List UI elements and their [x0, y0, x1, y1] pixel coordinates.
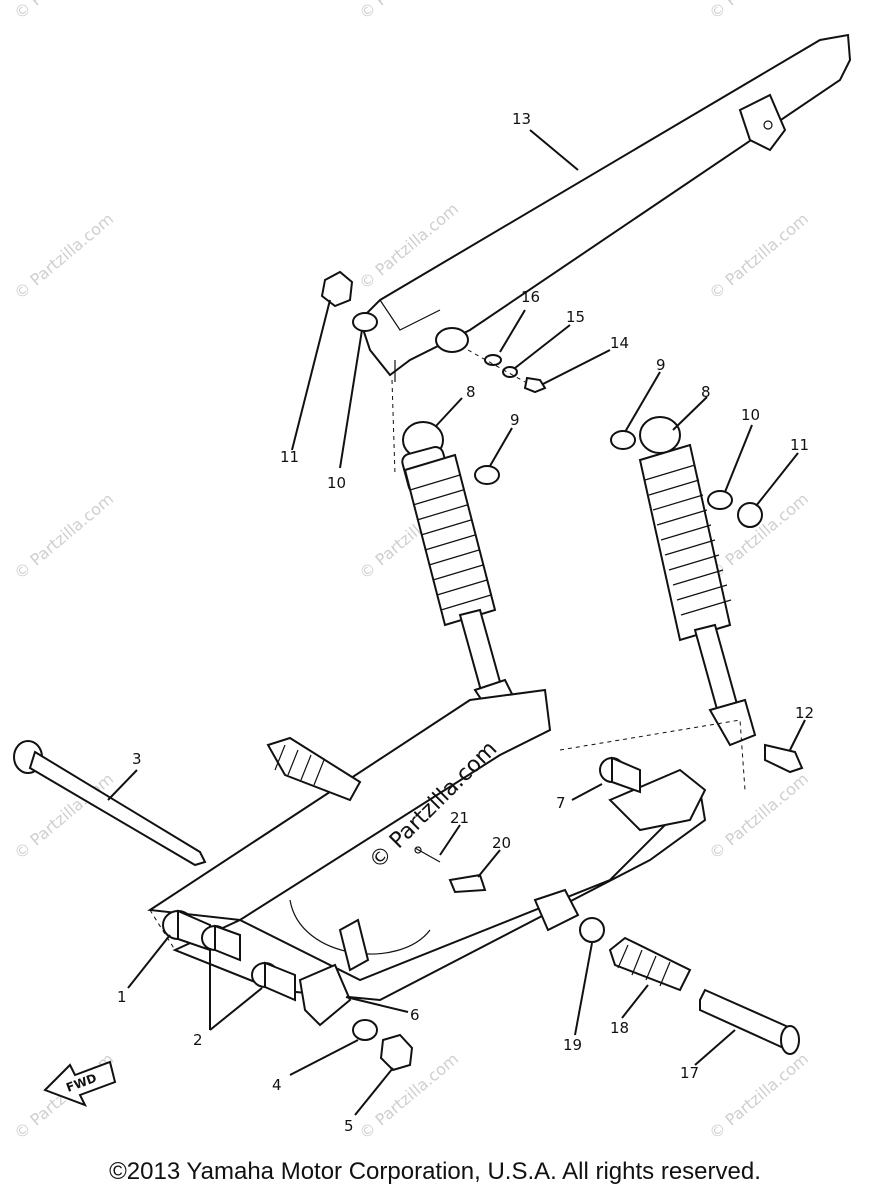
- callout-9: 9: [656, 356, 666, 374]
- right-shock-absorber: [638, 416, 757, 747]
- watermark-text: © Partzilla.com: [705, 209, 812, 303]
- watermark-text: © Partzilla.com: [705, 769, 812, 863]
- right-footrest: [608, 936, 800, 1055]
- callout-17: 17: [680, 1064, 699, 1082]
- watermark-text: © Partzilla.com: [705, 0, 812, 23]
- callout-3: 3: [132, 750, 142, 768]
- watermark-text: © Partzilla.com: [10, 209, 117, 303]
- watermark-text: © Partzilla.com: [355, 0, 462, 23]
- watermark-text: © Partzilla.com: [10, 0, 117, 23]
- callout-numbers: 13 16 15 14 8 9 8 11 10 9 10 11 12 3 7 2…: [117, 110, 814, 1135]
- callout-10: 10: [327, 474, 346, 492]
- shock-mount-hardware: [320, 270, 804, 774]
- parts-diagram: © Partzilla.com © Partzilla.com © Partzi…: [10, 0, 852, 1143]
- callout-9: 9: [510, 411, 520, 429]
- chain-case-bolt-parts: [467, 349, 547, 394]
- callout-7: 7: [556, 794, 566, 812]
- callout-1: 1: [117, 988, 127, 1006]
- chain-case: [358, 33, 852, 382]
- callout-8: 8: [466, 383, 476, 401]
- callout-18: 18: [610, 1019, 629, 1037]
- pivot-shaft: [13, 740, 207, 867]
- callout-11: 11: [280, 448, 299, 466]
- swingarm-hardware: [414, 756, 641, 943]
- watermark-text: © Partzilla.com: [10, 489, 117, 583]
- left-shock-absorber: [401, 421, 522, 722]
- leader-lines: [107, 129, 806, 1116]
- callout-15: 15: [566, 308, 585, 326]
- callout-8: 8: [701, 383, 711, 401]
- callout-2: 2: [193, 1031, 203, 1049]
- callout-14: 14: [610, 334, 629, 352]
- left-footrest: [266, 736, 362, 802]
- fwd-arrow: FWD: [43, 1060, 117, 1107]
- callout-20: 20: [492, 834, 511, 852]
- callout-11: 11: [790, 436, 809, 454]
- callout-6: 6: [410, 1006, 420, 1024]
- pivot-bushings: [162, 909, 414, 1072]
- callout-5: 5: [344, 1117, 354, 1135]
- swingarm: [147, 688, 746, 1002]
- callout-4: 4: [272, 1076, 282, 1094]
- callout-21: 21: [450, 809, 469, 827]
- callout-16: 16: [521, 288, 540, 306]
- callout-10: 10: [741, 406, 760, 424]
- watermark-text: © Partzilla.com: [705, 1049, 812, 1143]
- callout-13: 13: [512, 110, 531, 128]
- callout-12: 12: [795, 704, 814, 722]
- copyright-notice: ©2013 Yamaha Motor Corporation, U.S.A. A…: [109, 1158, 761, 1185]
- callout-19: 19: [563, 1036, 582, 1054]
